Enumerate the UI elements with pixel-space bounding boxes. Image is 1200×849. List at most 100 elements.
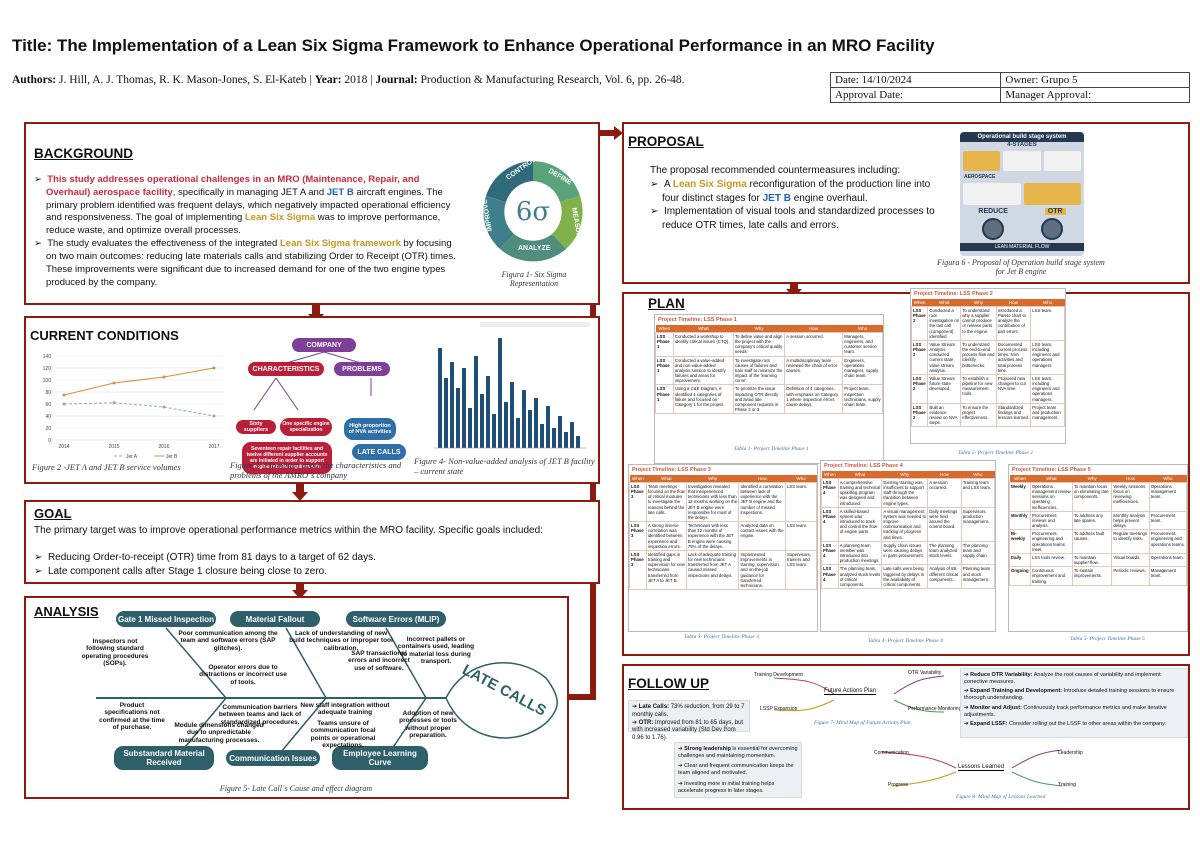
- table-cell: To prioritize the issue impacting OTR di…: [732, 384, 786, 415]
- goal-section: GOAL The primary target was to improve o…: [24, 500, 600, 584]
- background-highlight: This study addresses operational challen…: [46, 174, 420, 198]
- flow-characteristics: CHARACTERISTICS: [248, 362, 324, 376]
- table-title: Project Timeline: LSS Phase 4: [824, 463, 903, 469]
- plan-heading: PLAN: [648, 296, 685, 311]
- y-tick-label: 100: [43, 378, 52, 384]
- table-cell: LSS Phase 3: [629, 549, 647, 590]
- arrow-down: [292, 590, 308, 599]
- goal-list: ➢ Reducing Order-to-receipt (OTR) time f…: [34, 551, 590, 578]
- infographic-lean: LEAN MATERIAL FLOW: [960, 243, 1084, 251]
- table-cell: To define value and align the project wi…: [732, 332, 786, 357]
- table-cell: A comprehensive training and technical u…: [837, 478, 883, 508]
- table-cell: A visual management system was needed to…: [881, 506, 929, 542]
- table-cell: Identified a correlation between lack of…: [738, 481, 787, 523]
- action-label: Expand LSSF:: [970, 720, 1008, 727]
- table-title: Project Timeline: LSS Phase 5: [1012, 467, 1091, 473]
- authors-line: Authors: J. Hill, A. J. Thomas, R. K. Ma…: [12, 74, 685, 86]
- background-text-e: by focusing on two main outcomes: reduci…: [46, 238, 456, 288]
- lss-label: Lean Six Sigma: [244, 212, 316, 224]
- y-tick-label: 80: [45, 390, 51, 396]
- y-tick-label: 40: [45, 414, 51, 420]
- proposal-list: ➢ A Lean Six Sigma reconfiguration of th…: [650, 178, 940, 232]
- goal-heading: GOAL: [34, 506, 72, 521]
- table-cell: Ongoing: [1009, 566, 1031, 586]
- stage-block: [963, 183, 1021, 205]
- lesson-item: ➔ Strong leadership is essential for ove…: [678, 746, 798, 760]
- date-cell: Date: 14/10/2024: [829, 72, 1002, 88]
- arrow-right: [614, 126, 623, 140]
- mm2-node-communication: Communication: [874, 750, 909, 756]
- table-cell: Procurement team.: [1148, 510, 1188, 531]
- action-label: Reduce OTR Variability:: [970, 672, 1033, 678]
- connector: [312, 304, 320, 316]
- table-cell: Regular meetings to identify risks.: [1111, 529, 1150, 554]
- lesson-label: Strong leadership: [684, 746, 731, 752]
- table-header-cell: Who: [785, 475, 817, 483]
- table-cell: Operations management review sessions on…: [1029, 482, 1073, 512]
- table-cell: LSS tools review.: [1029, 552, 1073, 568]
- follow-up-heading: FOLLOW UP: [628, 676, 709, 691]
- result-otr-label: OTR:: [638, 719, 654, 726]
- infographic-otr: OTR: [1044, 208, 1066, 215]
- authors: J. Hill, A. J. Thomas, R. K. Mason-Jones…: [58, 74, 307, 86]
- table-cell: Analysis of 88 different critical compon…: [927, 564, 962, 589]
- y-tick-label: 20: [45, 426, 51, 432]
- table-cell: Training team and LSS team.: [960, 478, 996, 508]
- table-cell: To investigate root causes of failures a…: [732, 355, 786, 386]
- table-cell: Monthly analysis helps prevent delays.: [1111, 510, 1150, 531]
- infographic-labels: REDUCE OTR: [960, 208, 1084, 215]
- table-cell: Lack of adequate training for new techni…: [685, 549, 740, 590]
- table-header-cell: Who: [1030, 299, 1065, 307]
- flow-company: COMPANY: [292, 338, 356, 352]
- table-cell: To understand why a supplier cannot prod…: [960, 306, 997, 341]
- table-cell: Standardized findings and lessons learne…: [995, 402, 1032, 428]
- flow-seventeen: Seventeen repair facilities and twelve d…: [242, 442, 332, 474]
- infographic-engines: [960, 215, 1084, 243]
- mm2-link: [891, 771, 957, 787]
- table-cell: Implemented improvements in training, su…: [738, 549, 787, 590]
- results-box: ➔ Late Calls: 73% reduction, from 29 to …: [628, 700, 750, 741]
- table-cell: Operations team.: [1148, 552, 1188, 568]
- fishbone-gate-head: Gate 1 Missed Inspection: [116, 611, 216, 627]
- arrow-icon: ➔: [964, 672, 971, 678]
- table-cell: Monthly: [1009, 510, 1031, 531]
- table-cell: LSS team.: [1030, 306, 1065, 341]
- background-bullet-1: ➢ This study addresses operational chall…: [34, 174, 451, 237]
- table-cell: Operations management team.: [1148, 482, 1188, 512]
- flow-connectors: [253, 351, 387, 437]
- background-heading: BACKGROUND: [34, 146, 133, 161]
- mind-map-2: [881, 749, 1063, 787]
- table-cell: Managers, engineers, and customer servic…: [842, 332, 883, 357]
- table-header-cell: How: [784, 325, 843, 333]
- table-header-cell: How: [927, 471, 962, 479]
- table-cell: LSS Phase 3: [629, 521, 647, 551]
- mm1-node-lssp: LSSP Expansion: [760, 706, 798, 712]
- arrow-icon: ➔: [678, 763, 685, 770]
- table-cell: Weekly: [1009, 482, 1031, 512]
- cause-2: Poor communication among the team and so…: [178, 630, 278, 652]
- table-cell: Procurement reviews and analysis.: [1029, 510, 1073, 531]
- table-cell: Planning team and stock management.: [960, 564, 996, 589]
- cause-4: Lack of understanding of new build techn…: [289, 630, 393, 652]
- table-cell: LSS Phase 4: [821, 564, 839, 589]
- proposal-section: PROPOSAL The proposal recommended counte…: [622, 122, 1190, 284]
- table-cell: Project team, inspection technicians, su…: [842, 384, 883, 415]
- mm2-link: [881, 751, 957, 769]
- table-4-caption: Tabla 4- Project Timeline Phase 4: [868, 638, 943, 644]
- mm2-node-training: Training: [1058, 782, 1076, 788]
- table-cell: Team meetings focused on the flow of cri…: [645, 481, 687, 523]
- connector: [296, 583, 304, 592]
- fishbone-material-head: Material Fallout: [230, 611, 320, 627]
- table-cell: Weekly sessions focus on reviewing ineff…: [1111, 482, 1150, 512]
- table-cell: Value Stream future state developed.: [927, 373, 962, 404]
- mm1-node-performance: Performance Monitoring: [908, 706, 962, 712]
